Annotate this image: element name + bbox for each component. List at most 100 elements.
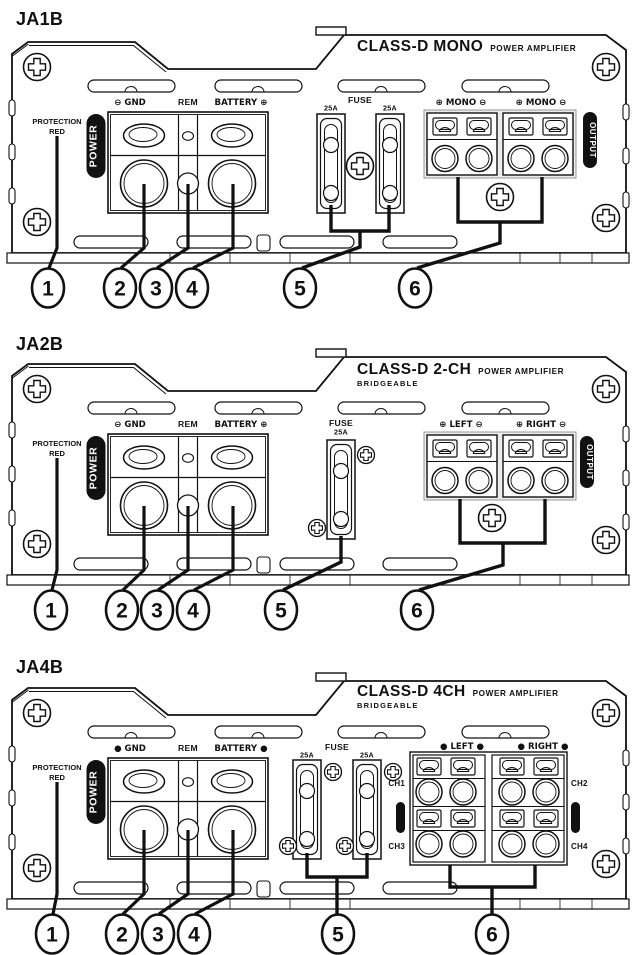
output-terminal-block: ⊕ MONO ⊖ ⊕ MONO ⊖ OUTPUT (424, 98, 597, 212)
phillips-screw-icon (22, 853, 52, 883)
output-terminals (424, 432, 576, 500)
svg-text:6: 6 (411, 600, 423, 623)
ch2-label: CH2 (571, 779, 588, 788)
svg-text:3: 3 (150, 278, 162, 301)
fuse-holder (375, 113, 405, 214)
fuse-label: FUSE (329, 418, 353, 428)
power-pill-label: POWER (88, 125, 100, 168)
svg-text:PROTECTION: PROTECTION (32, 117, 81, 126)
phillips-screw-icon (22, 207, 52, 237)
fuse-holder (352, 759, 382, 860)
battery-label: BATTERY ● (214, 744, 268, 754)
output-terminals (424, 110, 576, 178)
svg-text:5: 5 (294, 278, 306, 301)
phillips-screw-icon (345, 151, 375, 181)
svg-text:1: 1 (42, 278, 54, 301)
rem-label: REM (178, 97, 198, 107)
channel-divider-bar (571, 802, 580, 833)
phillips-screw-icon (278, 836, 298, 856)
fuse-block: 25A FUSE 25A (316, 95, 405, 214)
fuse-rating-label: 25A (334, 428, 348, 437)
phillips-screw-icon (383, 762, 403, 782)
fuse-holder (292, 759, 322, 860)
output-channel-label: ⊕ MONO ⊖ (516, 98, 567, 108)
fuse-holder (326, 439, 356, 540)
phillips-screw-icon (591, 203, 621, 233)
svg-text:RED: RED (49, 449, 65, 458)
rem-label: REM (178, 419, 198, 429)
output-pill (580, 436, 594, 488)
rem-label: REM (178, 743, 198, 753)
power-pill (86, 114, 106, 178)
output-pill (583, 112, 597, 168)
svg-text:6: 6 (409, 278, 421, 301)
output-pill-label: OUTPUT (588, 122, 597, 158)
output-channel-label: ● LEFT ● (440, 742, 485, 752)
gnd-label: ● GND (114, 744, 146, 754)
ch1-label: CH1 (388, 779, 405, 788)
phillips-screw-icon (356, 445, 376, 465)
model-label: JA1B (16, 9, 63, 29)
phillips-screw-icon (307, 518, 327, 538)
output-terminal-block: ● LEFT ● ● RIGHT ● CH1 CH2 CH3 CH4 (388, 742, 588, 865)
power-terminal-block: POWER ⊖ GND REM BATTERY ⊕ (86, 97, 269, 214)
model-label: JA4B (16, 657, 63, 677)
svg-text:3: 3 (152, 924, 164, 947)
output-terminal-block: ⊕ LEFT ⊖ ⊕ RIGHT ⊖ OUTPUT (424, 420, 594, 533)
phillips-screw-icon (591, 52, 621, 82)
phillips-screw-icon (22, 52, 52, 82)
svg-text:1: 1 (45, 600, 57, 623)
output-channel-label: ⊕ MONO ⊖ (436, 98, 487, 108)
output-channel-label: ⊕ RIGHT ⊖ (516, 420, 566, 430)
svg-text:6: 6 (486, 924, 498, 947)
battery-label: BATTERY ⊕ (215, 98, 268, 108)
channel-divider-bar (396, 802, 405, 833)
svg-text:1: 1 (46, 924, 58, 947)
svg-text:5: 5 (332, 924, 344, 947)
phillips-screw-icon (485, 182, 515, 212)
power-pill-label: POWER (88, 447, 100, 490)
output-channel-label: ● RIGHT ● (518, 742, 569, 752)
ch3-label: CH3 (388, 842, 405, 851)
gnd-label: ⊖ GND (114, 420, 146, 430)
svg-text:2: 2 (116, 924, 128, 947)
output-terminals (410, 752, 567, 865)
ch4-label: CH4 (571, 842, 588, 851)
gnd-label: ⊖ GND (114, 98, 146, 108)
power-pill-label: POWER (88, 771, 100, 814)
fuse-block: FUSE 25A (307, 418, 376, 540)
model-label: JA2B (16, 334, 63, 354)
phillips-screw-icon (591, 374, 621, 404)
phillips-screw-icon (323, 762, 343, 782)
phillips-screw-icon (22, 698, 52, 728)
callout-numbers: 1 2 3 4 5 6 (33, 589, 435, 631)
panel-subtitle: BRIDGEABLE (357, 701, 419, 710)
callout-leader-lines (50, 458, 547, 592)
phillips-screw-icon (335, 836, 355, 856)
fuse-rating-label: 25A (383, 104, 397, 113)
protection-led-label: PROTECTION RED (32, 763, 81, 782)
output-channel-label: ⊕ LEFT ⊖ (439, 420, 482, 430)
callout-numbers: 1 2 3 4 5 6 (34, 913, 510, 955)
panel-subtitle: BRIDGEABLE (357, 379, 419, 388)
callout-leader-lines (51, 782, 537, 916)
svg-text:RED: RED (49, 773, 65, 782)
phillips-screw-icon (22, 374, 52, 404)
battery-label: BATTERY ⊕ (215, 420, 268, 430)
output-pill-label: OUTPUT (585, 444, 594, 480)
fuse-rating-label: 25A (300, 751, 314, 760)
phillips-screw-icon (591, 525, 621, 555)
fuse-rating-label: 25A (324, 104, 338, 113)
power-terminal-block: POWER ⊖ GND REM BATTERY ⊕ (86, 419, 269, 536)
svg-text:4: 4 (188, 924, 200, 947)
fuse-label: FUSE (348, 95, 372, 105)
svg-text:PROTECTION: PROTECTION (32, 763, 81, 772)
power-pill (86, 436, 106, 500)
phillips-screw-icon (591, 849, 621, 879)
power-pill (86, 760, 106, 824)
